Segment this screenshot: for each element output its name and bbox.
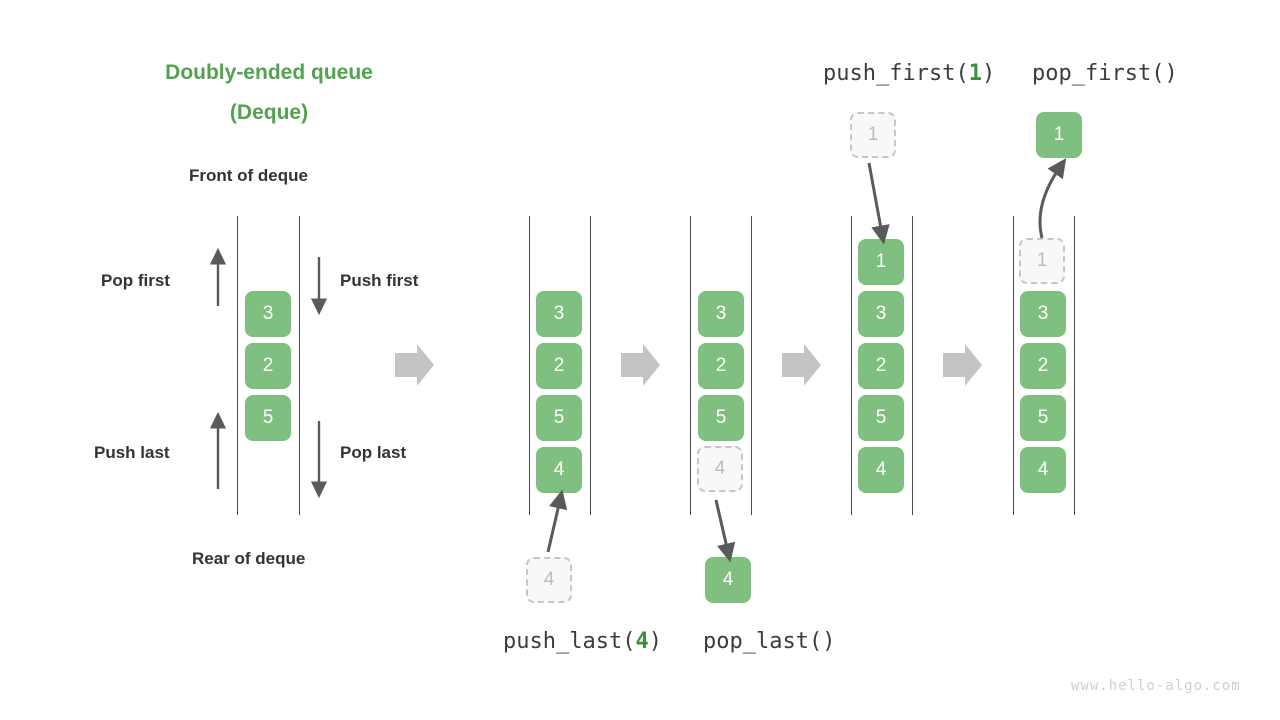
panel-before-pop-last-cell-0: 3 [698,291,744,337]
panel-after-push-first-cell-2: 2 [858,343,904,389]
watermark: www.hello-algo.com [1071,678,1241,694]
transition-arrow-1-icon [395,344,434,386]
pop-last-connector-arrow-icon [714,499,736,563]
panel-initial-rail-left [237,216,238,515]
push-first-connector-arrow-icon [867,162,890,245]
push-first-op-name: push_first( [823,61,969,86]
panel-before-pop-first-cell-3: 4 [1020,447,1066,493]
panel-before-pop-first-cell-0: 3 [1020,291,1066,337]
panel-after-push-last-cell-0: 3 [536,291,582,337]
pop-last-result-cell: 4 [705,557,751,603]
push-first-label: Push first [340,271,419,290]
panel-before-pop-last-rail-left [690,216,691,515]
push-first-source-cell: 1 [850,112,896,158]
pop-last-label: Pop last [340,443,407,462]
panel-after-push-last-rail-left [529,216,530,515]
rear-of-deque-label: Rear of deque [192,549,306,568]
pop-first-result-cell: 1 [1036,112,1082,158]
diagram-title-line2: (Deque) [229,101,309,124]
panel-before-pop-last-cell-2: 5 [698,395,744,441]
transition-arrow-2-icon [621,344,660,386]
panel-before-pop-first-rail-right [1074,216,1075,515]
push-last-op-name: push_last( [503,629,636,654]
panel-after-push-first-cell-0: 1 [858,239,904,285]
panel-before-pop-first-ghost-cell: 1 [1019,238,1065,284]
panel-after-push-last-cell-3: 4 [536,447,582,493]
panel-after-push-first-rail-left [851,216,852,515]
panel-initial-cell-2: 5 [245,395,291,441]
diagram-title-line1: Doubly-ended queue [165,61,373,84]
push-last-op-close: ) [648,629,662,654]
pop-first-op-name: pop_first() [1032,61,1178,86]
panel-initial-cell-1: 2 [245,343,291,389]
panel-before-pop-last-cell-1: 2 [698,343,744,389]
push-first-op-arg: 1 [968,61,982,86]
push-first-operation-label: push_first(1) [823,61,995,86]
panel-initial-cell-0: 3 [245,291,291,337]
push-last-operation-label: push_last(4) [503,629,662,654]
push-last-connector-arrow-icon [546,489,568,553]
pop-last-op-name: pop_last() [703,629,836,654]
panel-before-pop-first-cell-2: 5 [1020,395,1066,441]
push-first-op-close: ) [981,61,996,86]
panel-initial-rail-right [299,216,300,515]
panel-before-pop-last-rail-right [751,216,752,515]
push-last-label: Push last [94,443,170,462]
panel-after-push-last-rail-right [590,216,591,515]
pop-first-connector-arrow-icon [1038,158,1067,239]
panel-after-push-first-cell-4: 4 [858,447,904,493]
pop-first-label: Pop first [101,271,170,290]
panel-before-pop-first-cell-1: 2 [1020,343,1066,389]
transition-arrow-3-icon [782,344,821,386]
pop-first-operation-label: pop_first() [1032,61,1178,86]
pop-last-operation-label: pop_last() [703,629,835,654]
front-of-deque-label: Front of deque [189,166,308,185]
panel-after-push-last-cell-1: 2 [536,343,582,389]
panel-after-push-first-rail-right [912,216,913,515]
panel-before-pop-last-ghost-cell: 4 [697,446,743,492]
panel-after-push-first-cell-1: 3 [858,291,904,337]
transition-arrow-4-icon [943,344,982,386]
panel-before-pop-first-rail-left [1013,216,1014,515]
push-last-source-cell: 4 [526,557,572,603]
panel-after-push-last-cell-2: 5 [536,395,582,441]
push-last-op-arg: 4 [635,629,649,654]
panel-after-push-first-cell-3: 5 [858,395,904,441]
